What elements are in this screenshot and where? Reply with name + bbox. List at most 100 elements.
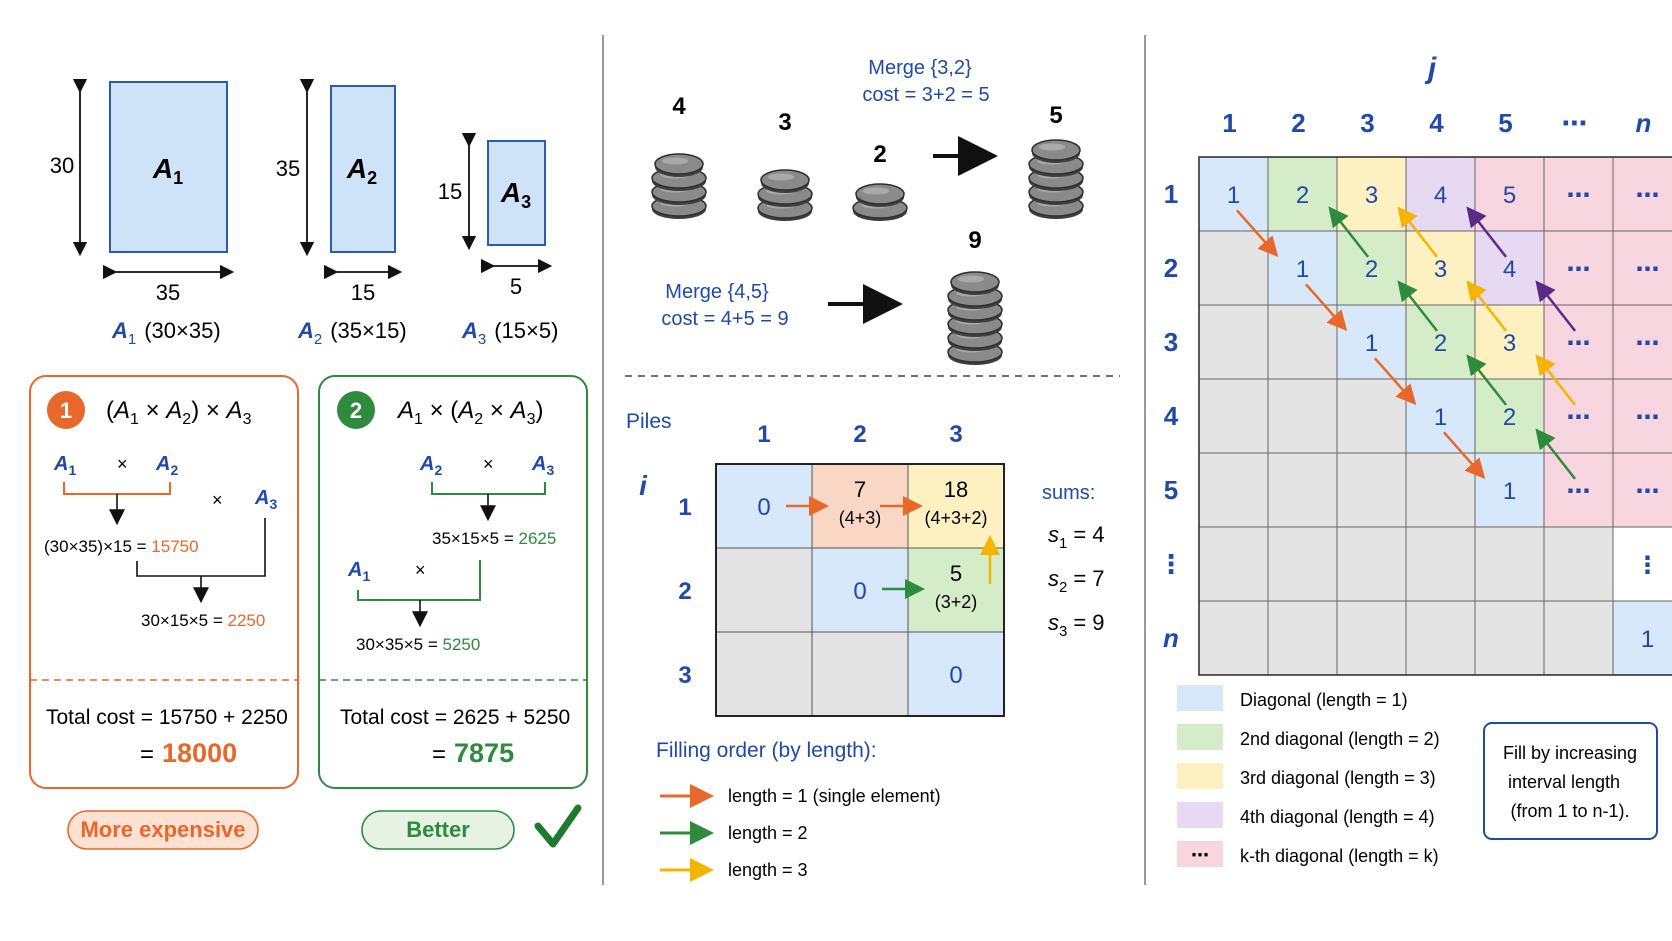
option1-number: 1 <box>60 398 72 423</box>
grid-cell-value: 1 <box>1641 626 1654 653</box>
grid-cell <box>1405 378 1476 454</box>
legend-label: Diagonal (length = 1) <box>1240 690 1408 710</box>
diagonal-fill-arrow <box>1466 354 1508 406</box>
grid-cell <box>1198 378 1269 454</box>
option2-number-badge <box>337 391 375 429</box>
stone-cell-value: 0 <box>853 578 866 605</box>
matrix-a3 <box>487 140 546 246</box>
option2-step1: 35×15×5 = 2625 <box>432 529 556 548</box>
fill-note-line2: interval length <box>1508 772 1620 792</box>
checkmark-icon <box>534 804 582 848</box>
a1-height-label: 30 <box>50 153 74 178</box>
grid-cell-value: ⋯ <box>1636 330 1660 357</box>
svg-text:=7875: =7875 <box>432 738 514 768</box>
stone-merge-panel: 4 3 2 Merge {3,2} cost = 3+2 = 5 5 Merge… <box>625 57 1120 882</box>
i-label: i <box>639 470 648 501</box>
svg-text:A2(35×15): A2(35×15) <box>297 318 407 348</box>
option1-number-badge <box>47 391 85 429</box>
better-label: Better <box>406 817 470 842</box>
svg-text:×: × <box>212 490 223 510</box>
grid-row-header: 4 <box>1164 401 1179 431</box>
legend-label: 2nd diagonal (length = 2) <box>1240 729 1440 749</box>
grid-cell <box>1198 600 1269 676</box>
merge2-title: Merge {4,5} <box>665 281 769 303</box>
grid-cell-value: 2 <box>1365 256 1378 283</box>
diagonal-fill-arrow <box>1374 357 1417 405</box>
grid-cell <box>1543 156 1614 232</box>
more-expensive-badge <box>67 810 259 850</box>
stone-table-cell <box>907 631 1005 717</box>
stone-cell-value: 18 <box>944 477 968 502</box>
better-badge <box>361 810 515 850</box>
grid-col-header: 4 <box>1429 108 1444 138</box>
grid-cell <box>1198 526 1269 602</box>
merge1-cost: cost = 3+2 = 5 <box>862 84 989 106</box>
stone-row-header: 1 <box>678 494 691 521</box>
a3-width-label: 5 <box>510 274 522 299</box>
grid-cell <box>1405 304 1476 380</box>
piles-label: Piles <box>626 410 672 433</box>
stone-row-header: 2 <box>678 578 691 605</box>
option1-step1: (30×35)×15 = 15750 <box>44 537 199 556</box>
matrix-a1-figure: 30 A1 35 A1(30×35) <box>50 78 235 348</box>
stone-col-header: 2 <box>853 421 866 448</box>
stone-table-cell <box>811 631 909 717</box>
grid-cell-value: 1 <box>1503 478 1516 505</box>
grid-cell-value: ⋯ <box>1567 330 1591 357</box>
a1-caption-dims: (30×35) <box>144 318 220 343</box>
grid-cell <box>1198 452 1269 528</box>
diagonal-fill-arrow <box>1397 280 1439 332</box>
grid-cell <box>1474 304 1545 380</box>
grid-cell <box>1336 452 1407 528</box>
grid-cell <box>1474 230 1545 306</box>
stone-pile-2 <box>852 183 908 221</box>
grid-cell <box>1336 378 1407 454</box>
pile-5-label: 5 <box>1049 102 1062 129</box>
stone-table-cell <box>715 547 813 633</box>
grid-cell-value: ⋯ <box>1636 182 1660 209</box>
grid-cell-value: 2 <box>1503 404 1516 431</box>
grid-cell <box>1267 230 1338 306</box>
diagonal-fill-arrow <box>1466 280 1508 332</box>
fill-note-line3: (from 1 to n-1). <box>1510 801 1629 821</box>
stone-cell-detail: (3+2) <box>935 592 978 612</box>
legend-swatch <box>1177 685 1223 711</box>
svg-text:A3(15×5): A3(15×5) <box>461 318 558 348</box>
grid-cell-value: 1 <box>1296 256 1309 283</box>
grid-cell <box>1267 526 1338 602</box>
prefix-sum: s3= 9 <box>1048 610 1105 640</box>
grid-cell <box>1405 600 1476 676</box>
a3-caption-dims: (15×5) <box>494 318 558 343</box>
stone-cell-value: 0 <box>949 662 962 689</box>
grid-col-header: 2 <box>1291 108 1305 138</box>
prefix-sums-list: s1= 4s2= 7s3= 9 <box>1048 522 1105 640</box>
fill-note-line1: Fill by increasing <box>1503 743 1637 763</box>
grid-cell <box>1543 600 1614 676</box>
grid-row-header: 5 <box>1164 475 1178 505</box>
stone-row-header: 3 <box>678 662 691 689</box>
grid-cell-value: 4 <box>1503 256 1516 283</box>
fill-note-box <box>1483 722 1658 840</box>
svg-text:A3: A3 <box>500 177 531 212</box>
filling-order-legend: length = 1 (single element)length = 2len… <box>660 784 941 882</box>
option1-card: 1 (A1 × A2) × A3 A1 × A2 × A3 (30×35)×15… <box>29 375 299 789</box>
diagonal-fill-arrow <box>1443 431 1486 479</box>
diagonal-fill-arrow <box>1466 206 1508 258</box>
grid-cell <box>1336 526 1407 602</box>
option1-total-value: 18000 <box>162 738 237 768</box>
grid-cell <box>1198 156 1269 232</box>
legend-swatch <box>1177 724 1223 750</box>
grid-cell-value: ⋯ <box>1567 182 1591 209</box>
grid-row-header: 2 <box>1164 253 1178 283</box>
diagonal-fill-arrow <box>1535 354 1577 406</box>
grid-col-header: ⋯ <box>1562 108 1588 138</box>
grid-cell <box>1474 378 1545 454</box>
grid-cell-value: 1 <box>1227 182 1240 209</box>
svg-text:A1: A1 <box>152 153 183 188</box>
filling-order-title: Filling order (by length): <box>656 739 877 762</box>
svg-text:A1(30×35): A1(30×35) <box>111 318 221 348</box>
grid-cell-value: 1 <box>1365 330 1378 357</box>
svg-text:×: × <box>117 454 128 474</box>
